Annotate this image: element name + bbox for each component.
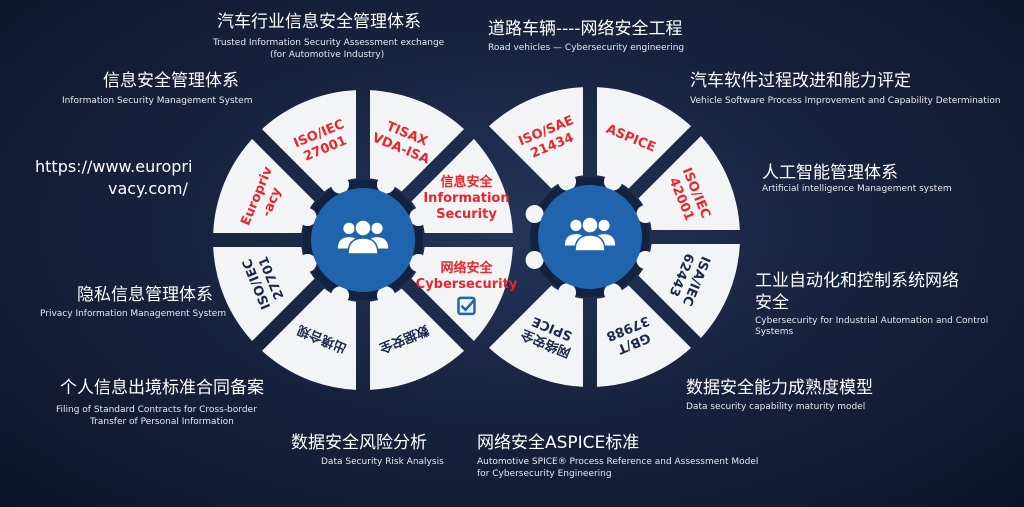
wedge-shape bbox=[213, 138, 315, 233]
pims-title: 隐私信息管理体系 bbox=[77, 285, 213, 305]
isms-title: 信息安全管理体系 bbox=[103, 71, 239, 91]
dsra-subtitle: Data Security Risk Analysis bbox=[321, 457, 444, 467]
hub-notch bbox=[558, 283, 577, 302]
dsmm-subtitle: Data security capability maturity model bbox=[686, 402, 866, 412]
hub-notch bbox=[603, 172, 622, 191]
tisax-subtitle: Trusted Information Security Assessment … bbox=[213, 38, 445, 48]
wedge-shape bbox=[597, 87, 692, 189]
hub-notch bbox=[331, 286, 350, 305]
wedge-shape bbox=[411, 247, 513, 342]
dsmm-title: 数据安全能力成熟度模型 bbox=[686, 378, 873, 398]
wedge-shape bbox=[488, 87, 583, 189]
hub-notch bbox=[409, 208, 428, 227]
wedge-shape bbox=[597, 285, 692, 387]
ai-title: 人工智能管理体系 bbox=[762, 163, 898, 183]
iacs-title: 工业自动化和控制系统网络 bbox=[755, 271, 959, 291]
isms-subtitle: Information Security Management System bbox=[62, 96, 253, 106]
wedge-label: Cybersecurity bbox=[416, 277, 518, 292]
users-group-icon bbox=[336, 219, 390, 255]
wedge-shape bbox=[213, 247, 315, 342]
left-wheel-segment: Europriv-acy bbox=[213, 138, 315, 233]
europrivacy-url-2[interactable]: vacy.com/ bbox=[108, 179, 188, 198]
users-group-icon bbox=[563, 216, 617, 252]
wedge-label: Information bbox=[423, 191, 509, 206]
hub-notch bbox=[331, 175, 350, 194]
cspice-subtitle: Automotive SPICE® Process Reference and … bbox=[477, 457, 759, 467]
pi-subtitle: Filing of Standard Contracts for Cross-b… bbox=[56, 405, 257, 415]
hub-notch bbox=[525, 250, 544, 269]
hub-notch bbox=[376, 175, 395, 194]
left-wheel-segment: 出境合规 bbox=[261, 288, 356, 390]
aspice-subtitle: Vehicle Software Process Improvement and… bbox=[690, 96, 1001, 106]
wedge-shape bbox=[411, 138, 513, 233]
checkbox-icon bbox=[457, 296, 476, 316]
wedge-shape bbox=[370, 90, 465, 192]
europrivacy-url[interactable]: https://www.europri bbox=[35, 157, 193, 176]
road-title: 道路车辆----网络安全工程 bbox=[488, 19, 683, 39]
hub-notch bbox=[603, 283, 622, 302]
tisax-subtitle-2: (for Automotive Industry) bbox=[270, 50, 385, 60]
cspice-title: 网络安全ASPICE标准 bbox=[477, 433, 640, 453]
wedge-shape bbox=[261, 90, 356, 192]
cspice-subtitle-2: for Cybersecurity Engineering bbox=[477, 469, 612, 479]
iacs-subtitle: Cybersecurity for Industrial Automation … bbox=[755, 316, 989, 326]
hub-notch bbox=[298, 253, 317, 272]
wedge-shape bbox=[638, 244, 740, 339]
pi-subtitle-2: Transfer of Personal Information bbox=[90, 417, 234, 427]
iacs-title-2: 安全 bbox=[755, 293, 789, 313]
hub-notch bbox=[636, 250, 655, 269]
tisax-title: 汽车行业信息安全管理体系 bbox=[217, 12, 421, 32]
ai-subtitle: Artificial intelligence Management syste… bbox=[762, 184, 952, 194]
hub-notch bbox=[525, 205, 544, 224]
wedge-shape bbox=[370, 288, 465, 390]
hub-notch bbox=[298, 208, 317, 227]
wedge-shape bbox=[488, 285, 583, 387]
wedge-label: 网络安全 bbox=[440, 260, 493, 276]
wedge-shape bbox=[638, 135, 740, 230]
pi-title: 个人信息出境标准合同备案 bbox=[60, 378, 264, 398]
hub-notch bbox=[558, 172, 577, 191]
pims-subtitle: Privacy Information Management System bbox=[40, 309, 227, 319]
hub-notch bbox=[376, 286, 395, 305]
wedge-label: 信息安全 bbox=[440, 174, 493, 190]
wedge-label: Security bbox=[436, 207, 497, 222]
road-subtitle: Road vehicles — Cybersecurity engineerin… bbox=[488, 43, 685, 53]
dsra-title: 数据安全风险分析 bbox=[291, 433, 427, 453]
iacs-subtitle-2: Systems bbox=[755, 327, 794, 337]
hub-notch bbox=[636, 205, 655, 224]
aspice-title: 汽车软件过程改进和能力评定 bbox=[690, 71, 911, 91]
right-wheel-segment: ASPICE bbox=[597, 87, 692, 189]
hub-notch bbox=[409, 253, 428, 272]
left-wheel-segment: 数据安全 bbox=[370, 288, 465, 390]
wedge-shape bbox=[261, 288, 356, 390]
